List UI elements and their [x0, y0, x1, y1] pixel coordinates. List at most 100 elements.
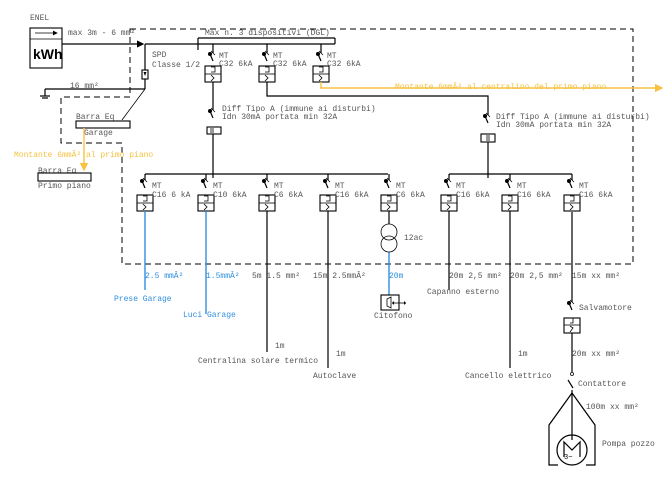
pump-branch: Salvamotore 20m xx mm² Contattore 100m x… [548, 212, 655, 466]
motor-symbol: 3~ [564, 454, 572, 462]
intercom-label: Citofono [374, 312, 413, 321]
mcb-symbol [136, 194, 154, 212]
main-breaker-type: MT [219, 52, 229, 61]
circuit-breaker-type: MT [517, 182, 527, 191]
circuit-breaker-type: MT [396, 182, 406, 191]
circuit-breaker-rating: C16 6 kA [152, 191, 191, 200]
circuit-breaker-type: MT [152, 182, 162, 191]
contactor-label: Contattore [578, 380, 626, 389]
earth-cable-label: 16 mm² [70, 82, 99, 91]
mcb-symbol [380, 194, 398, 212]
spd-label-2: Classe 1/2 [152, 61, 200, 70]
main-breaker-rating: C32 6kA [219, 60, 253, 69]
riser-first-floor-label: Montante 6mmÂ² al primo piano [14, 151, 153, 160]
circuit-cable-label: 20m [389, 272, 404, 281]
bonding-bar-garage-location: Garage [84, 129, 113, 138]
surge-protection-device: SPD Classe 1/2 [141, 44, 200, 89]
energy-meter: ENEL kWh max 3m - 6 mm² [29, 14, 135, 69]
circuit-load-label: Centralina solare termico [198, 357, 318, 366]
circuit-cable-label: 20m 2,5 mm² [449, 272, 502, 281]
bonding-bar-garage-title: Barra Eq [76, 113, 115, 122]
dgl-note: Max n. 3 dispositivi (DGL) [205, 29, 330, 38]
mcb-symbol [563, 194, 581, 212]
intercom-transformer: 12ac [380, 223, 423, 253]
transformer-label: 12ac [404, 234, 423, 243]
circuit-breaker-rating: C16 6kA [517, 191, 551, 200]
meter-label: kWh [33, 46, 63, 62]
circuit-load-label: Cancello elettrico [465, 372, 552, 381]
diff-1-label-1: Diff Tipo A (immune ai disturbi) [222, 105, 376, 114]
circuit-breaker-rating: C16 6kA [335, 191, 369, 200]
pump-cable-1-label: 20m xx mm² [572, 350, 620, 359]
circuit-length-label: 1m [336, 350, 346, 359]
panel-enclosure [60, 28, 634, 265]
diff-2-label-1: Diff Tipo A (immune ai disturbi) [496, 113, 650, 122]
mcb-symbol [197, 194, 215, 212]
speaker-icon [386, 296, 392, 309]
circuit-cable-label: 1.5mmÂ² [206, 272, 240, 281]
circuit-breaker-rating: C6 6kA [274, 191, 303, 200]
circuit-cable-label: 20m 2,5 mm² [510, 272, 563, 281]
circuit-load-label: Capanno esterno [427, 288, 499, 297]
circuit-cable-label: 5m 1.5 mm² [252, 272, 300, 281]
circuit-breaker-type: MT [335, 182, 345, 191]
riser-first-floor-panel-label: Montante 6mmÂ² al centralino del primo p… [395, 83, 606, 92]
diff-2-label-2: Idn 30mA portata min 32A [496, 121, 611, 130]
main-breaker-rating: C32 6kA [327, 60, 361, 69]
motor-icon [556, 434, 588, 466]
circuit-breaker-rating: C16 6kA [456, 191, 490, 200]
circuit-breaker-type: MT [274, 182, 284, 191]
bonding-bar-first-floor: Barra Eq Primo piano [37, 167, 92, 191]
diff-1-label-2: Idn 30mA portata min 32A [222, 113, 337, 122]
supplier-label: ENEL [30, 14, 49, 23]
circuit-breaker-type: MT [213, 182, 223, 191]
bonding-bar-first-floor-title: Barra Eq [38, 167, 77, 176]
dgl-bracket: Max n. 3 dispositivi (DGL) [197, 29, 336, 50]
main-breaker-type: MT [273, 52, 283, 61]
differential-1: Diff Tipo A (immune ai disturbi) Idn 30m… [206, 82, 376, 178]
circuit-length-label: 1m [275, 342, 285, 351]
main-breaker-type: MT [327, 52, 337, 61]
circuit-breaker-rating: C6 6kA [396, 191, 425, 200]
mcb-symbol [258, 194, 276, 212]
circuit-breaker-rating: C16 6kA [579, 191, 613, 200]
arrow-down-icon [143, 72, 147, 76]
circuit-cable-label: 15m xx mm² [572, 272, 620, 281]
mcb-symbol [440, 194, 458, 212]
circuit-breaker-type: MT [579, 182, 589, 191]
circuit-load-label: Luci Garage [183, 311, 236, 320]
circuit-breaker-type: MT [456, 182, 466, 191]
spd-label-1: SPD [152, 51, 167, 60]
circuit-load-label: Prese Garage [114, 295, 172, 304]
meter-cable-label: max 3m - 6 mm² [68, 29, 135, 38]
motor-protection-label: Salvamotore [579, 304, 632, 313]
mcb-symbol [319, 194, 337, 212]
main-breaker-rating: C32 6kA [273, 60, 307, 69]
contactor-switch-icon [567, 379, 574, 389]
pump-label: Pompa pozzo [602, 440, 655, 449]
circuit-length-label: 1m [518, 350, 528, 359]
bonding-bar-first-floor-location: Primo piano [38, 182, 91, 191]
earth-connection: 16 mm² [40, 82, 146, 121]
circuit-cable-label: 2.5 mmÂ² [145, 272, 183, 281]
circuit-cable-label: 15m 2.5mmÂ² [313, 272, 366, 281]
mcb-symbol [501, 194, 519, 212]
pump-cable-2-label: 100m xx mm² [586, 403, 639, 412]
circuit-load-label: Autoclave [313, 372, 356, 381]
bonding-bar-garage: Barra Eq Garage [75, 113, 131, 138]
intercom: Citofono [374, 294, 413, 321]
